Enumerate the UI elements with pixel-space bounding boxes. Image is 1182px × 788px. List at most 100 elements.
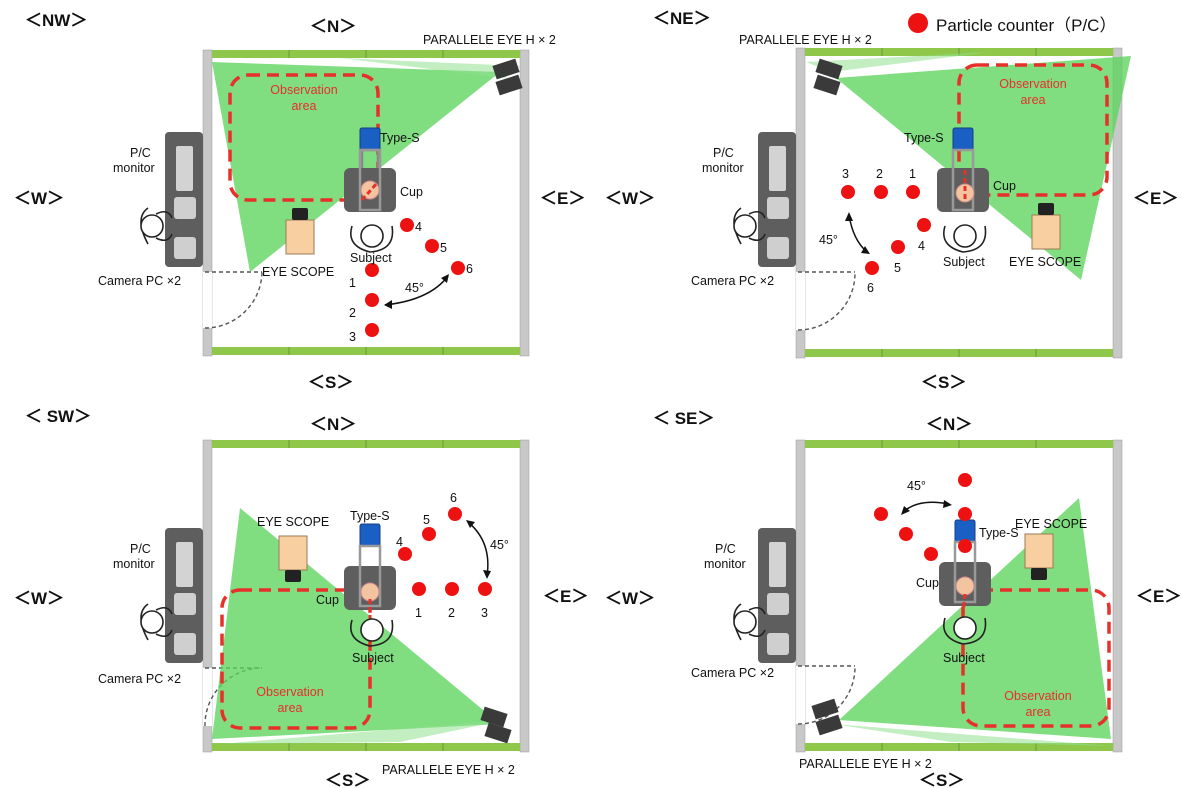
pc-monitor-screen xyxy=(176,542,193,587)
door-opening xyxy=(796,666,805,724)
particle-counter-c xyxy=(958,539,972,553)
pc-monitor-screen xyxy=(176,146,193,191)
particle-counter-6 xyxy=(448,507,462,521)
type-s-label: Type-S xyxy=(904,131,944,145)
counter-number-3: 3 xyxy=(481,606,488,620)
cup-label: Cup xyxy=(400,185,423,199)
type-s-device xyxy=(952,127,974,151)
particle-counter-5 xyxy=(422,527,436,541)
eye-scope-label: EYE SCOPE xyxy=(1009,255,1081,269)
east-wall xyxy=(1112,439,1123,753)
table-overlay xyxy=(358,544,382,608)
panel-ne: Observation area 1 2 3 4 5 6 xyxy=(605,9,1178,392)
subject-figure xyxy=(943,224,987,253)
type-s-label: Type-S xyxy=(380,131,420,145)
compass-south: ＜S＞ xyxy=(325,771,370,788)
pc-monitor-screen xyxy=(769,542,786,587)
sightline xyxy=(360,181,380,201)
counter-number-6: 6 xyxy=(450,491,457,505)
compass-west: ＜W＞ xyxy=(605,589,655,608)
camera-pc-1 xyxy=(767,197,789,219)
window-dividers xyxy=(881,440,1037,751)
camera-fov-secondary xyxy=(806,52,991,72)
particle-counter-2 xyxy=(445,582,459,596)
particle-counter-1 xyxy=(412,582,426,596)
parallele-eye-camera xyxy=(813,58,843,96)
observation-label-1: Observation xyxy=(999,77,1066,91)
cup-icon xyxy=(955,183,975,203)
operator-figure xyxy=(140,207,173,245)
counter-number-1: 1 xyxy=(349,276,356,290)
compass-south: ＜S＞ xyxy=(921,373,966,392)
camera-pc-2 xyxy=(767,633,789,655)
camera-pc-label: Camera PC ×2 xyxy=(98,672,181,686)
pc-monitor-label-2: monitor xyxy=(702,161,744,175)
counter-number-4: 4 xyxy=(396,535,403,549)
operator-figure xyxy=(733,603,766,641)
observation-label-1: Observation xyxy=(1004,689,1071,703)
camera-pc-label: Camera PC ×2 xyxy=(98,274,181,288)
eye-scope xyxy=(278,535,308,571)
parallele-eye-label: PARALLELE EYE H × 2 xyxy=(382,763,515,777)
panel-sw: Observation area 1 2 3 4 5 6 xyxy=(14,407,588,788)
legend-label: Particle counter（P/C） xyxy=(936,15,1117,35)
pc-monitor-label-2: monitor xyxy=(113,161,155,175)
pc-monitor-label-1: P/C xyxy=(130,146,151,160)
compass-west: ＜W＞ xyxy=(605,189,655,208)
counter-number-1: 1 xyxy=(909,167,916,181)
counter-number-2: 2 xyxy=(349,306,356,320)
observation-label-2: area xyxy=(291,99,316,113)
panel-se: Observation area 45° ＜ SE＞ ＜ xyxy=(605,409,1181,788)
angle-arrowhead-1 xyxy=(466,520,475,528)
eye-scope-lens xyxy=(292,208,308,220)
camera-pc-label: Camera PC ×2 xyxy=(691,274,774,288)
observation-label-2: area xyxy=(1020,93,1045,107)
counter-number-3: 3 xyxy=(842,167,849,181)
angle-label: 45° xyxy=(405,281,424,295)
counter-number-4: 4 xyxy=(918,239,925,253)
angle-arrowhead-1 xyxy=(845,212,853,221)
camera-fov-secondary xyxy=(340,58,520,78)
door-swing xyxy=(797,665,856,725)
east-wall xyxy=(1112,47,1123,359)
counter-number-5: 5 xyxy=(894,261,901,275)
eye-scope xyxy=(285,219,315,255)
counter-number-4: 4 xyxy=(415,220,422,234)
particle-counters xyxy=(398,507,492,596)
observation-label-2: area xyxy=(277,701,302,715)
eye-scope-lens xyxy=(285,570,301,582)
panel-nw: Observation area 1 2 3 xyxy=(14,11,585,392)
subject-label: Subject xyxy=(352,651,394,665)
cup-label: Cup xyxy=(916,576,939,590)
particle-counter-a xyxy=(958,473,972,487)
subject-figure xyxy=(350,618,394,647)
cup-icon xyxy=(955,576,975,596)
angle-arrowhead-2 xyxy=(861,246,870,254)
particle-counter-5 xyxy=(425,239,439,253)
eye-scope xyxy=(1024,533,1054,569)
particle-counter-6 xyxy=(865,261,879,275)
type-s-device xyxy=(954,519,976,543)
angle-arrowhead-2 xyxy=(943,500,952,508)
door-swing xyxy=(204,271,263,329)
particle-counters xyxy=(841,185,931,275)
particle-counter-b xyxy=(958,507,972,521)
parallele-eye-camera xyxy=(480,706,512,744)
type-s-label: Type-S xyxy=(979,526,1019,540)
pc-monitor-screen xyxy=(769,146,786,191)
pc-monitor-label-1: P/C xyxy=(713,146,734,160)
eye-scope-lens xyxy=(1031,568,1047,580)
observation-area xyxy=(220,588,372,730)
orientation-label: ＜NW＞ xyxy=(25,11,87,30)
pc-monitor-label-1: P/C xyxy=(130,542,151,556)
subject-figure xyxy=(350,224,394,253)
pc-monitor-label-2: monitor xyxy=(704,557,746,571)
camera-fov-secondary xyxy=(833,724,1113,746)
operator-figure xyxy=(140,603,173,641)
observation-label-1: Observation xyxy=(270,83,337,97)
camera-pc-1 xyxy=(767,593,789,615)
counter-number-5: 5 xyxy=(423,513,430,527)
type-s-device xyxy=(359,523,381,547)
particle-counters xyxy=(365,218,465,337)
subject-label: Subject xyxy=(350,251,392,265)
